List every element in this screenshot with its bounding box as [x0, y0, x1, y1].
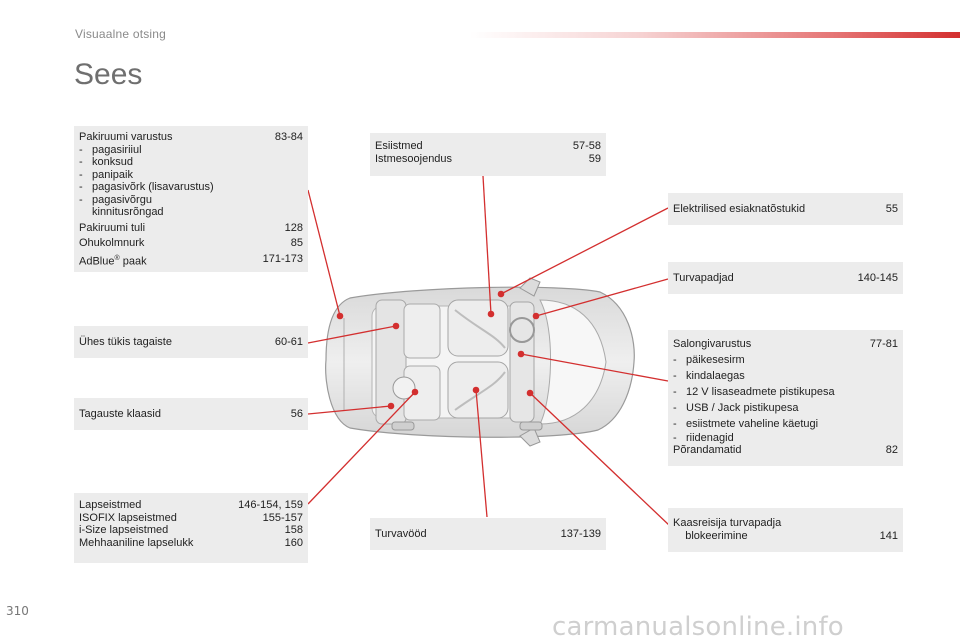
row-pages: 128	[284, 221, 303, 234]
subitem-label: päikesesirm	[686, 354, 745, 366]
row-label: i-Size lapseistmed	[79, 524, 169, 536]
box-salongivarustus: Salongivarustus 77-81 -päikesesirm -kinda…	[668, 330, 903, 466]
row-pages: 56	[290, 408, 303, 420]
header-accent-bar	[470, 32, 960, 38]
page-number: 310	[6, 604, 29, 618]
row-label: ISOFIX lapseistmed	[79, 511, 177, 524]
box-lapseistmed: Lapseistmed 146-154, 159 ISOFIX lapseistm…	[74, 493, 308, 563]
subitem-label: kindalaegas	[686, 370, 745, 382]
box-kaasreisija-turvapadi: Kaasreisija turvapadja blokeerimine 141	[668, 508, 903, 552]
subitem-label: USB / Jack pistikupesa	[686, 402, 799, 414]
row-pages: 137-139	[560, 528, 601, 540]
row-pages: 85	[290, 237, 303, 249]
subitem-label: 12 V lisaseadmete pistikupesa	[686, 386, 835, 398]
row-label: Ühes tükis tagaiste	[79, 336, 172, 348]
subitem: -panipaik	[79, 168, 133, 181]
row-label: Ohukolmnurk	[79, 237, 145, 249]
box-esiistmed: Esiistmed 57-58 Istmesoojendus 59	[370, 133, 606, 176]
subitem: -pagasiriiul	[79, 143, 142, 156]
section-header: Visuaalne otsing	[75, 27, 167, 41]
row-pages: 158	[284, 524, 303, 536]
box-turvavood: Turvavööd 137-139	[370, 518, 606, 550]
box-tagauste-klaasid: Tagauste klaasid 56	[74, 398, 308, 430]
page-title: Sees	[74, 58, 143, 91]
row-pages: 160	[284, 536, 303, 549]
callout-dots	[336, 290, 540, 410]
row-pages: 141	[879, 529, 898, 542]
box-pakiruumi: Pakiruumi varustus 83-84 -pagasiriiul -k…	[74, 126, 308, 272]
row-pages: 146-154, 159	[238, 499, 303, 511]
subitem-label: konksud	[92, 156, 133, 168]
row-label: Pakiruumi varustus	[79, 131, 173, 143]
row-label: Esiistmed	[375, 140, 423, 152]
subitem: -USB / Jack pistikupesa	[673, 402, 799, 414]
row-pages: 77-81	[869, 338, 898, 350]
row-label: Salongivarustus	[673, 338, 752, 350]
box-turvapadjad: Turvapadjad 140-145	[668, 262, 903, 294]
callout-lines	[307, 175, 671, 527]
row-label: Elektrilised esiaknatõstukid	[673, 203, 806, 215]
subitem-label: pagasivõrk (lisavarustus)	[92, 181, 214, 193]
row-pages: 55	[885, 203, 898, 215]
row-ohukolmnurk: Ohukolmnurk 85	[79, 237, 303, 250]
row-pages: 171-173	[262, 252, 303, 265]
subitem: -esiistmete vaheline käetugi	[673, 418, 819, 430]
box-tagaiste: Ühes tükis tagaiste 60-61	[74, 326, 308, 358]
row-label: Kaasreisija turvapadja blokeerimine	[673, 517, 782, 542]
row-label: Pakiruumi tuli	[79, 221, 146, 234]
subitem-label: pagasivõrgu kinnitusrõngad	[92, 193, 164, 219]
row-pakiruumi-varustus: Pakiruumi varustus 83-84	[79, 131, 303, 144]
row-label: Turvapadjad	[673, 272, 734, 284]
row-pages: 82	[885, 444, 898, 456]
subitem-label: riidenagid	[686, 432, 734, 444]
row-label: Lapseistmed	[79, 499, 142, 511]
registered-mark: ®	[114, 254, 120, 262]
subitem: -12 V lisaseadmete pistikupesa	[673, 386, 835, 398]
row-pages: 140-145	[857, 272, 898, 284]
row-pages: 83-84	[274, 131, 303, 143]
car-top-view	[325, 277, 635, 447]
watermark: carmanualsonline.info	[552, 612, 844, 642]
subitem: -konksud	[79, 156, 133, 168]
subitem: -pagasivõrk (lisavarustus)	[79, 181, 214, 193]
row-pages: 60-61	[274, 336, 303, 348]
row-label: Istmesoojendus	[375, 152, 453, 165]
subitem: -kindalaegas	[673, 370, 745, 382]
adblue-suffix: paak	[119, 255, 147, 268]
row-label: AdBlue® paak	[79, 253, 147, 268]
subitem: -pagasivõrgu kinnitusrõngad	[79, 193, 164, 219]
subitem-label: esiistmete vaheline käetugi	[686, 418, 819, 430]
subitem: -riidenagid	[673, 432, 734, 444]
subitem-label: panipaik	[92, 168, 133, 181]
subitem-label: pagasiriiul	[92, 143, 142, 156]
row-label: Põrandamatid	[673, 444, 742, 456]
box-elektrilised-aknatostukid: Elektrilised esiaknatõstukid 55	[668, 193, 903, 225]
row-label: Turvavööd	[375, 528, 427, 540]
row-label: Mehhaaniline lapselukk	[79, 536, 194, 549]
adblue-label: AdBlue	[79, 255, 115, 268]
row-pages: 59	[588, 152, 601, 165]
row-pages: 57-58	[572, 140, 601, 152]
row-adblue: AdBlue® paak 171-173	[79, 253, 303, 268]
subitem: -päikesesirm	[673, 354, 745, 366]
row-pakiruumi-tuli: Pakiruumi tuli 128	[79, 222, 303, 235]
row-pages: 155-157	[262, 511, 303, 524]
row-label: Tagauste klaasid	[79, 408, 161, 420]
